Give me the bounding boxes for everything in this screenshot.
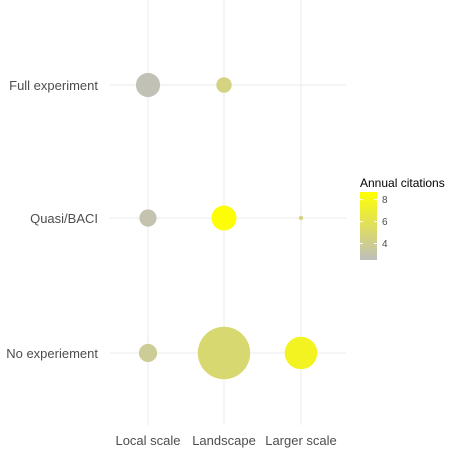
legend-tick-label-4: 4	[382, 239, 388, 250]
legend-tick-label-8: 8	[382, 195, 388, 206]
point-quasi-baci-local-scale	[139, 209, 157, 227]
x-tick-label-local-scale: Local scale	[115, 433, 180, 448]
point-full-experiment-local-scale	[135, 72, 161, 98]
x-tick-label-landscape: Landscape	[192, 433, 256, 448]
y-tick-label-no-experiement: No experiement	[6, 346, 98, 361]
point-no-experiement-larger-scale	[284, 336, 318, 370]
legend-colorbar	[360, 192, 377, 260]
point-full-experiment-landscape	[216, 77, 232, 93]
legend-title: Annual citations	[360, 176, 445, 190]
legend: Annual citations 4 6 8	[360, 176, 445, 260]
point-quasi-baci-landscape	[211, 205, 237, 231]
point-quasi-baci-larger-scale	[298, 215, 304, 221]
legend-ticks: 4 6 8	[360, 195, 388, 250]
legend-tick-label-6: 6	[382, 217, 388, 228]
y-axis-ticks: No experiement Quasi/BACI Full experiment	[6, 78, 98, 361]
x-tick-label-larger-scale: Larger scale	[265, 433, 337, 448]
y-tick-label-full-experiment: Full experiment	[9, 78, 98, 93]
point-no-experiement-local-scale	[138, 343, 158, 363]
y-tick-label-quasi-baci: Quasi/BACI	[30, 211, 98, 226]
data-points	[135, 72, 318, 380]
x-axis-ticks: Local scale Landscape Larger scale	[115, 433, 336, 448]
point-no-experiement-landscape	[197, 326, 251, 380]
